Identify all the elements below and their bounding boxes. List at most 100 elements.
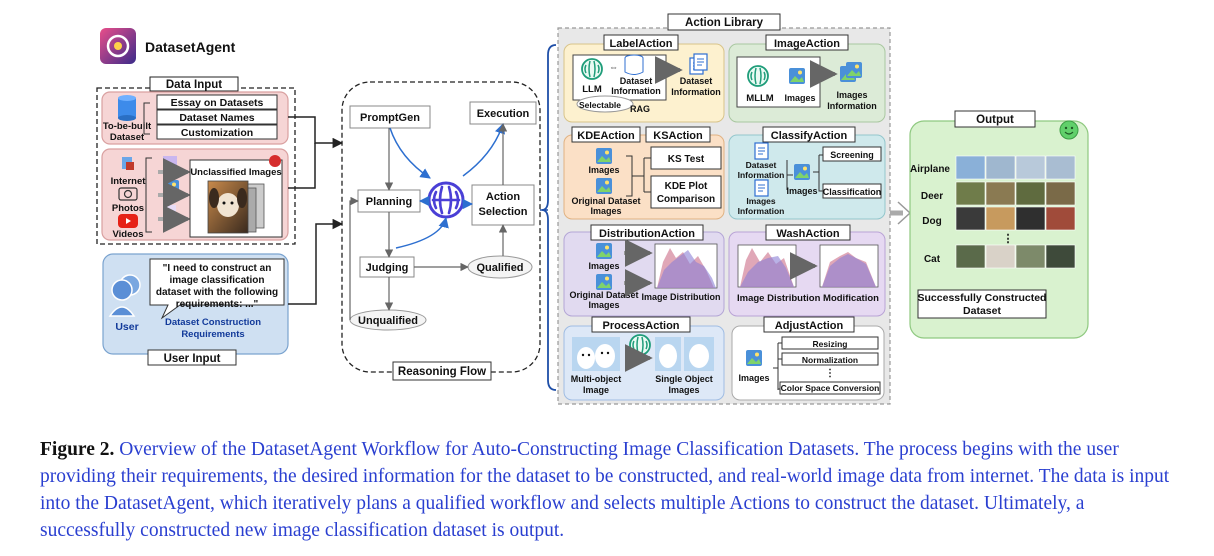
document-icon (754, 179, 769, 197)
wash-action-title: WashAction (776, 228, 839, 240)
camera-icon (118, 187, 138, 201)
action-library-title: Action Library (685, 17, 764, 29)
figure-label: Figure 2. (40, 439, 115, 460)
output-title: Output (976, 114, 1014, 126)
warning-icon (269, 155, 281, 167)
process-action-title: ProcessAction (602, 320, 679, 332)
class-thumbnails (955, 155, 1076, 269)
classify-action-title: ClassifyAction (771, 130, 848, 142)
ks-action-title: KSAction (653, 130, 703, 142)
user-speech-bubble (149, 258, 285, 320)
source-internet: Internet (111, 176, 147, 187)
adjust-step-box (779, 381, 881, 395)
wash-label: Image Distribution Modification (737, 293, 879, 304)
image-icon (596, 148, 612, 164)
user-icon (108, 274, 141, 317)
image-icon (846, 62, 862, 78)
planning-label: Planning (366, 196, 412, 208)
data-input-title: Data Input (166, 79, 222, 91)
output-vdots: ⋮ (1003, 233, 1014, 245)
judging-label: Judging (366, 262, 409, 274)
result-line-2: Dataset (963, 305, 1001, 317)
mllm-brain-icon (747, 65, 769, 87)
smiley-icon (1059, 120, 1079, 140)
action-library-brace (541, 44, 557, 391)
kde-images: Images (588, 165, 619, 175)
image-action-title-box (765, 34, 849, 51)
image-icon (596, 243, 612, 259)
quote-line-3: dataset with the following (156, 287, 278, 298)
info-item-box (156, 94, 278, 110)
image-action-info-1: Images (836, 90, 867, 100)
adjust-action-title: AdjustAction (775, 320, 844, 332)
class-thumbnail (955, 244, 986, 269)
document-icon (754, 142, 769, 160)
source-photos: Photos (112, 203, 144, 214)
classify-action-title-box (762, 126, 856, 143)
kde-original-1: Original Dataset (571, 196, 640, 206)
adjust-color-space: Color Space Conversion (781, 383, 880, 393)
class-deer: Deer (921, 191, 943, 202)
image-icon (794, 164, 810, 180)
info-item-customization: Customization (181, 127, 253, 139)
class-thumbnail (985, 181, 1016, 206)
image-action-info-2: Information (827, 101, 877, 111)
youtube-icon (118, 214, 138, 228)
database-icon (624, 54, 644, 75)
class-thumbnail (985, 244, 1016, 269)
label-dataset-info-2a: Dataset (680, 76, 713, 86)
kde-action-title: KDEAction (577, 130, 635, 142)
image-action-images: Images (784, 93, 815, 103)
info-item-box (156, 124, 278, 140)
image-icon (596, 274, 612, 290)
label-dataset-info-2b: Information (671, 87, 721, 97)
quote-line-2: image classification (169, 275, 264, 286)
brain-icon (427, 181, 465, 219)
class-thumbnail (1015, 181, 1046, 206)
adjust-step-box (781, 352, 879, 366)
adjust-vdots: ⋮ (825, 368, 835, 379)
dist-images: Images (588, 261, 619, 271)
multi-object-photo (572, 337, 620, 371)
process-multi-1: Multi-object (571, 374, 622, 384)
image-icon (746, 350, 762, 366)
action-selection-line1: Action (486, 191, 521, 203)
source-videos: Videos (113, 229, 144, 240)
selectable-cloud (576, 95, 634, 113)
classify-images: Images (786, 186, 817, 196)
reasoning-flow-title: Reasoning Flow (398, 366, 486, 378)
ks-test-label: KS Test (668, 154, 705, 165)
class-thumbnail (985, 155, 1016, 180)
internet-icon (122, 157, 134, 170)
class-dog: Dog (922, 216, 941, 227)
kde-action-title-box (571, 126, 641, 143)
classification-label: Classification (823, 187, 882, 197)
class-thumbnail (1015, 155, 1046, 180)
screening-box (822, 146, 882, 162)
process-brain-icon (629, 334, 651, 356)
class-thumbnail (1045, 244, 1076, 269)
adjust-images: Images (738, 373, 769, 383)
ks-action-title-box (645, 126, 711, 143)
screening-label: Screening (830, 150, 874, 160)
user-input-title-box (147, 349, 237, 366)
classify-dataset-info-2: Information (738, 170, 785, 180)
dist-original-2: Images (588, 300, 619, 310)
classify-images-info-1: Images (746, 196, 776, 206)
label-dataset-info-1a: Dataset (620, 76, 653, 86)
class-airplane: Airplane (910, 164, 950, 175)
class-thumbnail (1015, 206, 1046, 231)
user-input-title: User Input (164, 353, 221, 365)
process-action-title-box (591, 316, 691, 333)
class-thumbnail (1045, 155, 1076, 180)
data-input-title-box (149, 76, 239, 92)
classify-images-info-2: Information (738, 206, 785, 216)
action-library-title-box (667, 13, 781, 31)
document-icon (693, 53, 708, 71)
quote-line-4: requirements: ..." (176, 299, 259, 310)
class-thumbnail (955, 181, 986, 206)
label-action-title-box (603, 34, 679, 51)
kde-plot-2: Comparison (657, 194, 715, 205)
rag-label: RAG (630, 104, 650, 114)
unqualified-label: Unqualified (358, 315, 418, 327)
